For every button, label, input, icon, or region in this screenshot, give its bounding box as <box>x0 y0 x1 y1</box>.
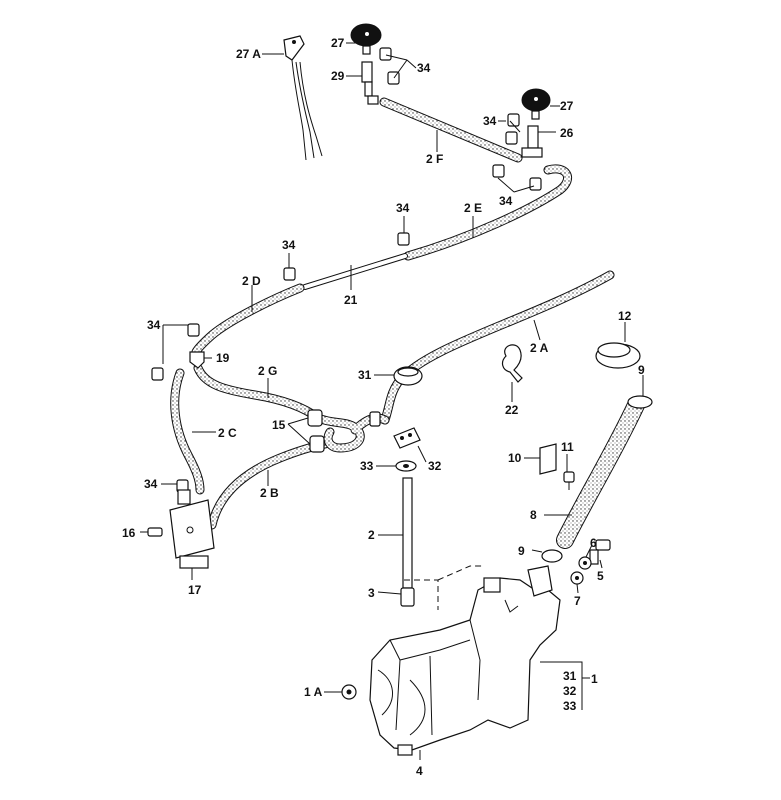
nozzle-27-right-icon <box>521 88 551 120</box>
callout-16: 16 <box>122 526 136 540</box>
grommet-1a-icon <box>341 684 357 700</box>
callout-6: 6 <box>590 536 597 550</box>
callout-33: 33 <box>360 459 374 473</box>
hose-2e <box>403 164 572 261</box>
callout-22: 22 <box>505 403 519 417</box>
callout-4: 4 <box>416 764 423 778</box>
callout-26: 26 <box>560 126 574 140</box>
clip-22-icon <box>501 344 523 383</box>
callout-2: 2 <box>368 528 375 542</box>
tee-19-icon <box>189 351 205 369</box>
callout-27a: 27 A <box>236 47 261 61</box>
callout-29: 29 <box>331 69 345 83</box>
valve-26-icon <box>521 125 543 158</box>
bolt-5-icon <box>589 539 611 565</box>
tube-21 <box>302 253 408 290</box>
callout-34-e: 34 <box>282 238 296 252</box>
callout-2g: 2 G <box>258 364 277 378</box>
callout-27-left: 27 <box>331 36 345 50</box>
hose-2f <box>379 97 523 163</box>
clamp-9-bottom-icon <box>541 549 563 563</box>
callout-2a: 2 A <box>530 341 549 355</box>
cap-31-icon <box>393 366 423 386</box>
callout-21: 21 <box>344 293 358 307</box>
connector-15-icon <box>307 409 381 453</box>
hose-2a <box>380 270 615 425</box>
callout-2e: 2 E <box>464 201 482 215</box>
screw-11-icon <box>563 471 575 490</box>
callout-27-right: 27 <box>560 99 574 113</box>
callout-34-b: 34 <box>483 114 497 128</box>
callout-1a: 1 A <box>304 685 323 699</box>
bracket-10-icon <box>539 443 557 475</box>
sleeves-34 <box>151 47 542 493</box>
callout-1: 1 <box>591 672 598 686</box>
cap-12-icon <box>595 342 641 369</box>
callout-15: 15 <box>272 418 286 432</box>
nozzle-27-left-icon <box>350 23 382 55</box>
clamp-9-top-icon <box>627 395 653 409</box>
callout-7: 7 <box>574 594 581 608</box>
callout-31: 31 <box>358 368 372 382</box>
callout-10: 10 <box>508 451 522 465</box>
screw-16-icon <box>147 527 163 537</box>
callout-2c: 2 C <box>218 426 237 440</box>
callout-34-d: 34 <box>396 201 410 215</box>
callout-5: 5 <box>597 569 604 583</box>
pump-32-icon <box>393 427 421 449</box>
hose-2g <box>193 363 323 423</box>
dashed-guide <box>404 565 484 610</box>
washer-7-icon <box>570 571 584 585</box>
callout-3: 3 <box>368 586 375 600</box>
callout-labels: 27 A 27 29 34 27 34 26 2 F 34 34 2 E 34 … <box>122 36 645 778</box>
valve-29-icon <box>361 61 379 105</box>
nozzle-27a-icon <box>283 35 305 61</box>
callout-31-tank: 31 <box>563 669 577 683</box>
callout-8: 8 <box>530 508 537 522</box>
washer-6-icon <box>578 556 592 570</box>
callout-9-bottom: 9 <box>518 544 525 558</box>
callout-12: 12 <box>618 309 632 323</box>
hose-2-vertical <box>402 477 413 589</box>
wire-harness-27a <box>291 59 323 161</box>
callout-34-c: 34 <box>499 194 513 208</box>
callout-17: 17 <box>188 583 202 597</box>
callout-11: 11 <box>561 440 574 454</box>
hose-8 <box>556 396 645 549</box>
callout-9-top: 9 <box>638 363 645 377</box>
callout-32: 32 <box>428 459 442 473</box>
filter-3-icon <box>400 587 415 607</box>
switch-17-icon <box>169 489 215 569</box>
reservoir-tank-1 <box>369 565 561 756</box>
callout-2f: 2 F <box>426 152 443 166</box>
callout-32-tank: 32 <box>563 684 577 698</box>
leader-lines <box>140 42 644 760</box>
callout-2b: 2 B <box>260 486 279 500</box>
callout-33-tank: 33 <box>563 699 577 713</box>
grommet-33-icon <box>395 460 417 472</box>
callout-34-a: 34 <box>417 61 431 75</box>
callout-19: 19 <box>216 351 230 365</box>
hose-2c <box>170 368 205 495</box>
callout-34-f: 34 <box>147 318 161 332</box>
callout-34-g: 34 <box>144 477 158 491</box>
hose-2d <box>191 283 305 357</box>
callout-2d: 2 D <box>242 274 261 288</box>
